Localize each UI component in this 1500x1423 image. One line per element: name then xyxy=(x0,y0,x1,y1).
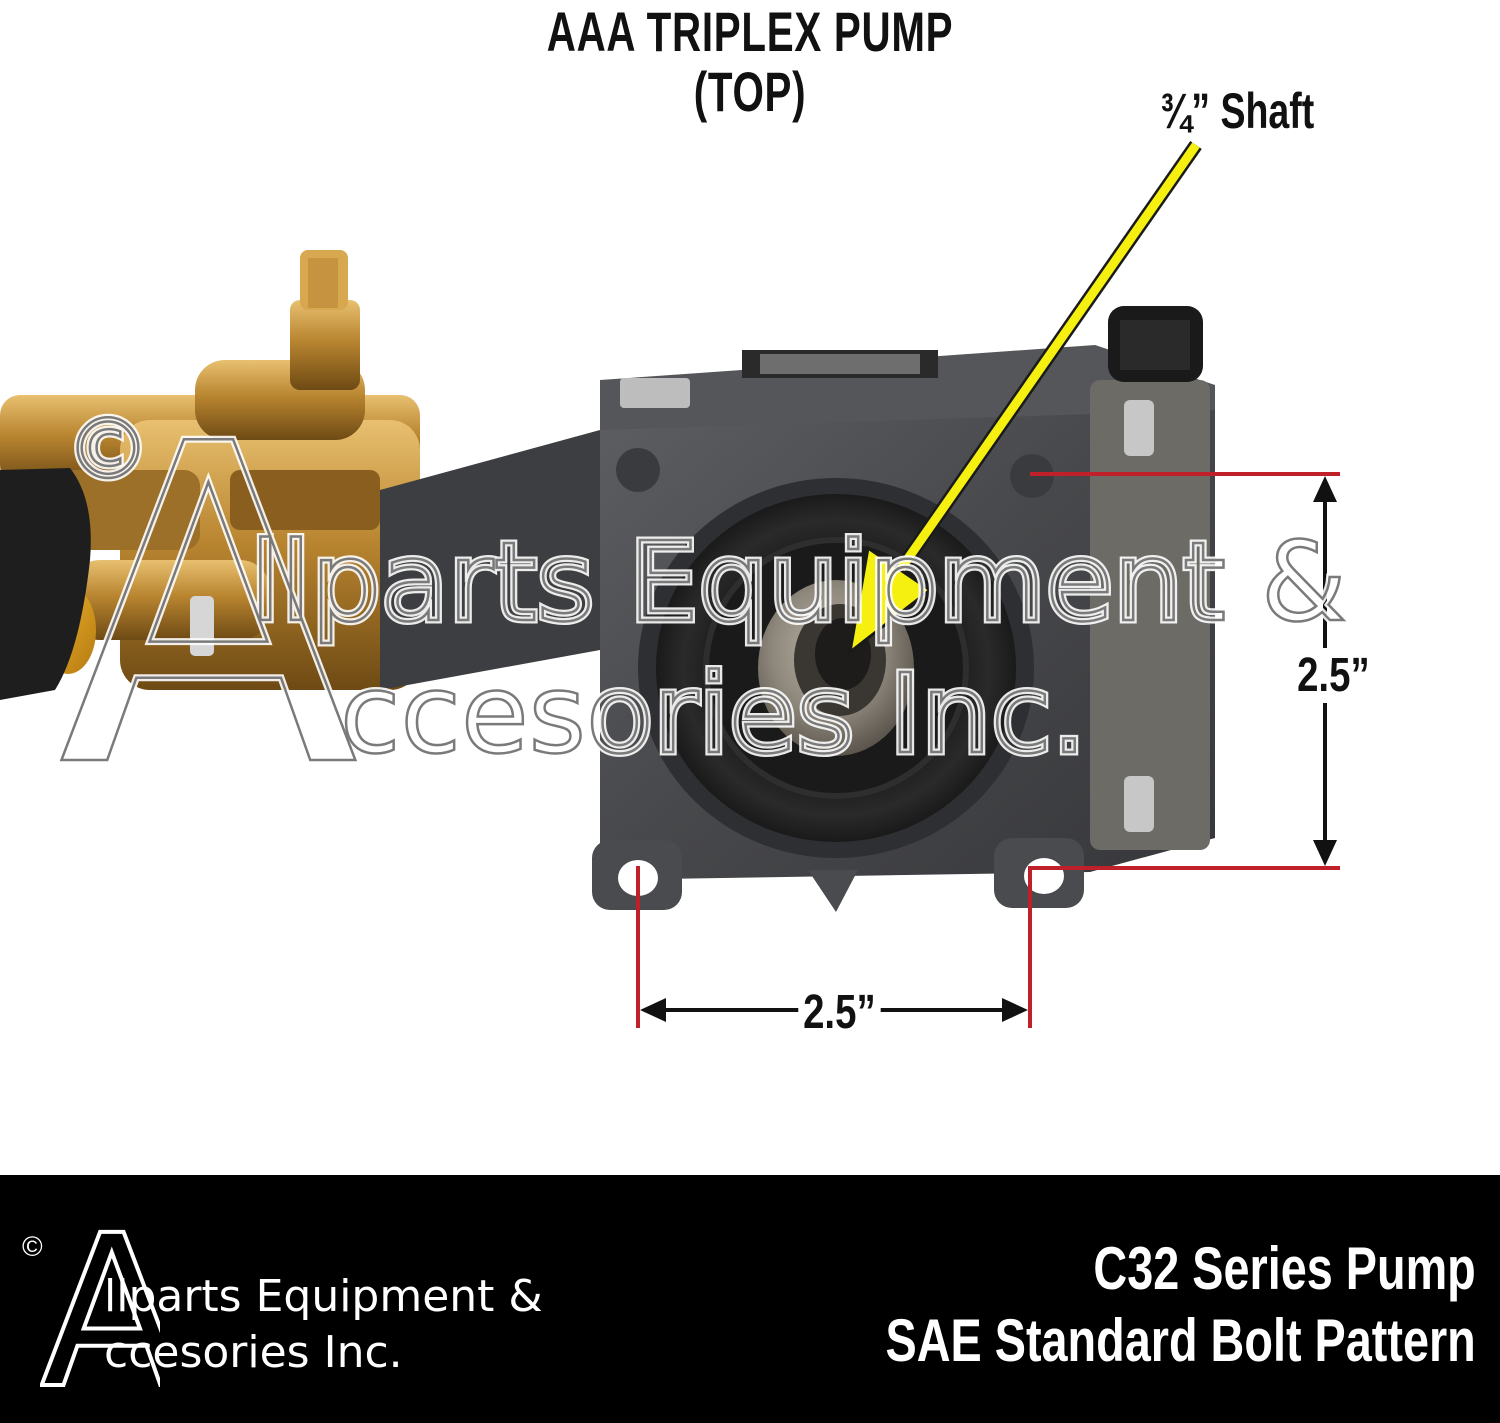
vertical-dimension-label: 2.5” xyxy=(1293,648,1373,703)
title-line-2: (TOP) xyxy=(693,60,807,123)
company-logo: © A llparts Equipment & ccesories Inc. xyxy=(22,1223,602,1393)
logo-line-1: llparts Equipment & xyxy=(104,1271,543,1322)
logo-copyright: © xyxy=(22,1231,43,1262)
logo-initial: A xyxy=(40,1223,160,1393)
svg-text:A: A xyxy=(40,1223,160,1393)
product-series: C32 Series Pump xyxy=(1093,1235,1476,1302)
footer-banner: © A llparts Equipment & ccesories Inc. C… xyxy=(0,1175,1500,1423)
title-line-1: AAA TRIPLEX PUMP xyxy=(546,0,954,63)
shaft-label: ¾” Shaft xyxy=(1160,83,1315,139)
product-description: C32 Series Pump SAE Standard Bolt Patter… xyxy=(886,1233,1476,1377)
logo-line-2: ccesories Inc. xyxy=(104,1327,403,1378)
horizontal-dimension-label: 2.5” xyxy=(798,985,881,1040)
bolt-pattern: SAE Standard Bolt Pattern xyxy=(885,1307,1476,1374)
dimension-extension-lines xyxy=(636,472,1340,1028)
shaft-arrow xyxy=(847,140,1202,656)
pump-photo xyxy=(0,140,1340,1028)
hose xyxy=(0,468,91,700)
shaft-seal xyxy=(638,478,1034,858)
page-title: AAA TRIPLEX PUMP (TOP) xyxy=(210,2,1290,122)
